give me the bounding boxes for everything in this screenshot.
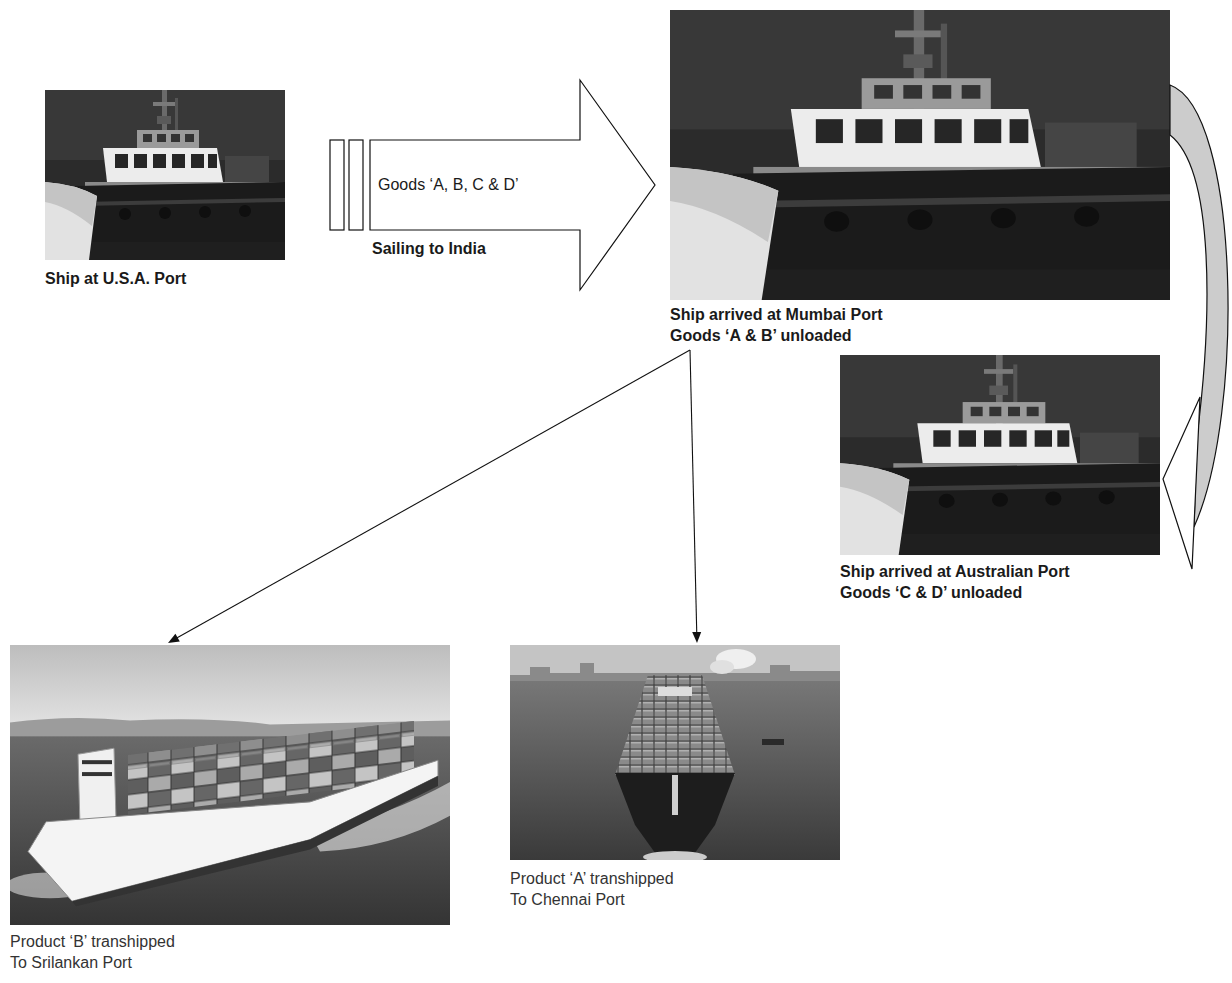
photo-caption: Ship at U.S.A. Port <box>45 268 285 289</box>
photo-node: Product ‘A’ transhipped To Chennai Port <box>510 645 840 910</box>
arrow-head <box>692 632 701 643</box>
flow-connector <box>1163 85 1228 569</box>
container-ship-photo <box>10 645 450 925</box>
photo-caption: Product ‘A’ transhipped To Chennai Port <box>510 868 686 910</box>
photo-caption: Goods ‘A & B’ unloaded <box>670 325 1170 346</box>
photo-node: Product ‘B’ transhipped To Srilankan Por… <box>10 645 450 973</box>
ship-photo <box>840 355 1160 555</box>
photo-caption: Product ‘B’ transhipped To Srilankan Por… <box>10 931 186 973</box>
ship-photo <box>670 10 1170 300</box>
flow-connector <box>690 350 701 643</box>
flow-connector <box>330 80 655 290</box>
ship-photo <box>45 90 285 260</box>
route-note: Sailing to India <box>372 238 486 259</box>
arrow-head <box>168 634 180 643</box>
curved-arrow-head <box>1163 397 1200 569</box>
connector-line <box>690 350 697 634</box>
flow-connector <box>168 350 690 643</box>
photo-caption: Goods ‘C & D’ unloaded <box>840 582 1160 603</box>
container-ship-photo <box>510 645 840 860</box>
tail-bar <box>349 140 363 230</box>
photo-caption: Ship arrived at Mumbai Port <box>670 304 1170 325</box>
photo-node: Ship arrived at Australian PortGoods ‘C … <box>840 355 1160 603</box>
block-arrow <box>370 80 655 290</box>
tail-bar <box>330 140 344 230</box>
cargo-label: Goods ‘A, B, C & D’ <box>378 174 519 195</box>
photo-node: Ship arrived at Mumbai PortGoods ‘A & B’… <box>670 10 1170 346</box>
connector-line <box>176 350 690 639</box>
photo-node: Ship at U.S.A. Port <box>45 90 285 289</box>
photo-caption: Ship arrived at Australian Port <box>840 561 1160 582</box>
